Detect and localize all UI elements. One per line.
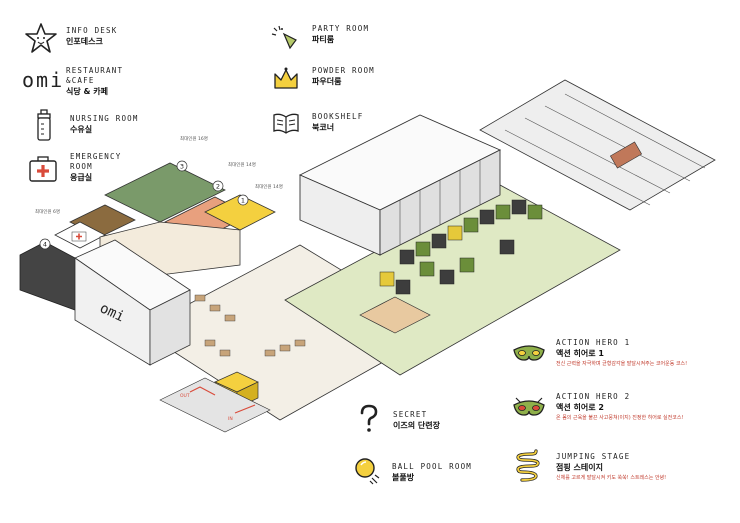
room-3-number-circle [176, 160, 188, 172]
parking-lanes [504, 93, 706, 206]
hero-mask-green-icon [513, 345, 545, 361]
action-hero-1-ko: 액션 히어로 1 [556, 349, 604, 358]
cafe-tables [194, 294, 306, 357]
action-hero-2-en: ACTION HERO 2 [556, 392, 631, 401]
first-aid-icon [29, 156, 57, 182]
entrance-floor [159, 377, 271, 433]
in-label: IN [228, 416, 233, 422]
action-hero-2-ko: 액션 히어로 2 [556, 403, 604, 412]
out-label: OUT [180, 393, 190, 399]
room-1-capacity: 최대인원 14명 [255, 183, 283, 190]
nursing-room-ko: 수유실 [70, 125, 93, 134]
play-blocks [379, 199, 543, 295]
stage-platform [359, 296, 431, 334]
hero-mask-red-icon [513, 397, 545, 416]
party-room-ko: 파티룸 [312, 35, 335, 44]
legend-ball-pool-room: BALL POOL ROOM 볼풀방 [352, 456, 472, 486]
crown-icon [274, 67, 298, 89]
action-hero-1-desc: 전신 근력을 자극하며 균형감각을 발달시켜주는 코어운동 코스! [556, 361, 688, 367]
legend-action-hero-1: ACTION HERO 1 액션 히어로 1 전신 근력을 자극하며 균형감각을… [512, 338, 687, 368]
emergency-room-en2: ROOM [70, 162, 93, 171]
legend-emergency-room: EMERGENCY ROOM 응급실 [28, 152, 121, 183]
ball-pool-room-en: BALL POOL ROOM [392, 462, 473, 471]
legend-secret: SECRET 이즈의 단련장 [357, 404, 440, 434]
party-room-en: PARTY ROOM [312, 24, 370, 33]
legend-powder-room: POWDER ROOM 파우더룸 [272, 66, 375, 92]
question-mark-icon [360, 404, 378, 432]
entrance-arrows [189, 386, 256, 414]
legend-restaurant: omi RESTAURANT &CAFE 식당 & 카페 [22, 66, 123, 97]
secret-en: SECRET [393, 410, 428, 419]
restaurant-en: RESTAURANT [66, 66, 124, 75]
room-4-block [19, 241, 76, 311]
ball-icon [355, 458, 380, 485]
legend-bookshelf: BOOKSHELF 북코너 [272, 112, 363, 134]
emergency-room-ko: 응급실 [70, 173, 93, 182]
legend-info-desk: INFO DESK 인포데스크 [24, 22, 117, 56]
omi-building-side [149, 289, 191, 366]
room-3-roof [104, 162, 226, 223]
upper-right-area [479, 79, 716, 211]
building-windows [399, 160, 481, 245]
parking-highlight [609, 141, 643, 169]
room-2-capacity: 최대인원 14명 [228, 161, 256, 168]
party-popper-icon [271, 25, 297, 50]
star-icon [25, 23, 57, 53]
room-4-number-circle [39, 238, 51, 250]
legend-party-room: PARTY ROOM 파티룸 [270, 24, 369, 50]
bookshelf-en: BOOKSHELF [312, 112, 364, 121]
legend-action-hero-2: ACTION HERO 2 액션 히어로 2 온 몸의 근육을 불끈 사고뭉쳐(… [512, 392, 683, 422]
action-hero-2-desc: 온 몸의 근육을 불끈 사고뭉쳐(이지) 진정한 히어로 실전코스! [556, 415, 684, 421]
room-4-capacity: 최대인원 6명 [35, 208, 60, 215]
bookshelf-ko: 북코너 [312, 123, 335, 132]
room-2-number: 2 [216, 183, 220, 191]
jumping-stage-en: JUMPING STAGE [556, 452, 631, 461]
ball-pool-room-ko: 볼풀방 [392, 473, 415, 482]
powder-room-en: POWDER ROOM [312, 66, 375, 75]
info-desk-en: INFO DESK [66, 26, 118, 35]
jumping-stage-ko: 점핑 스테이지 [556, 463, 603, 472]
omi-logo: omi [22, 68, 65, 92]
baby-bottle-icon [37, 109, 51, 141]
info-desk-ko: 인포데스크 [66, 37, 103, 46]
restaurant-en2: &CAFE [66, 76, 95, 85]
legend-nursing-room: NURSING ROOM 수유실 [34, 108, 139, 142]
restaurant-ko: 식당 & 카페 [66, 87, 108, 96]
room-1-roof [204, 194, 276, 231]
room-3-number: 3 [180, 163, 184, 171]
powder-room-ko: 파우더룸 [312, 77, 342, 86]
spring-icon [516, 449, 540, 482]
book-icon [273, 113, 299, 134]
legend-jumping-stage: JUMPING STAGE 점핑 스테이지 신체를 고르게 발달시켜 키도 쑥쑥… [516, 448, 666, 484]
jumping-stage-desc: 신체를 고르게 발달시켜 키도 쑥쑥! 스트레스는 안녕! [556, 475, 667, 481]
room-3-capacity: 최대인원 16명 [180, 135, 208, 142]
nursing-room-en: NURSING ROOM [70, 114, 139, 123]
room-1-number-circle [237, 194, 249, 206]
room-1-number: 1 [241, 197, 245, 205]
emergency-room-en: EMERGENCY [70, 152, 122, 161]
action-hero-1-en: ACTION HERO 1 [556, 338, 631, 347]
secret-ko: 이즈의 단련장 [393, 421, 440, 430]
room-4-number: 4 [43, 241, 47, 249]
room-2-number-circle [212, 180, 224, 192]
